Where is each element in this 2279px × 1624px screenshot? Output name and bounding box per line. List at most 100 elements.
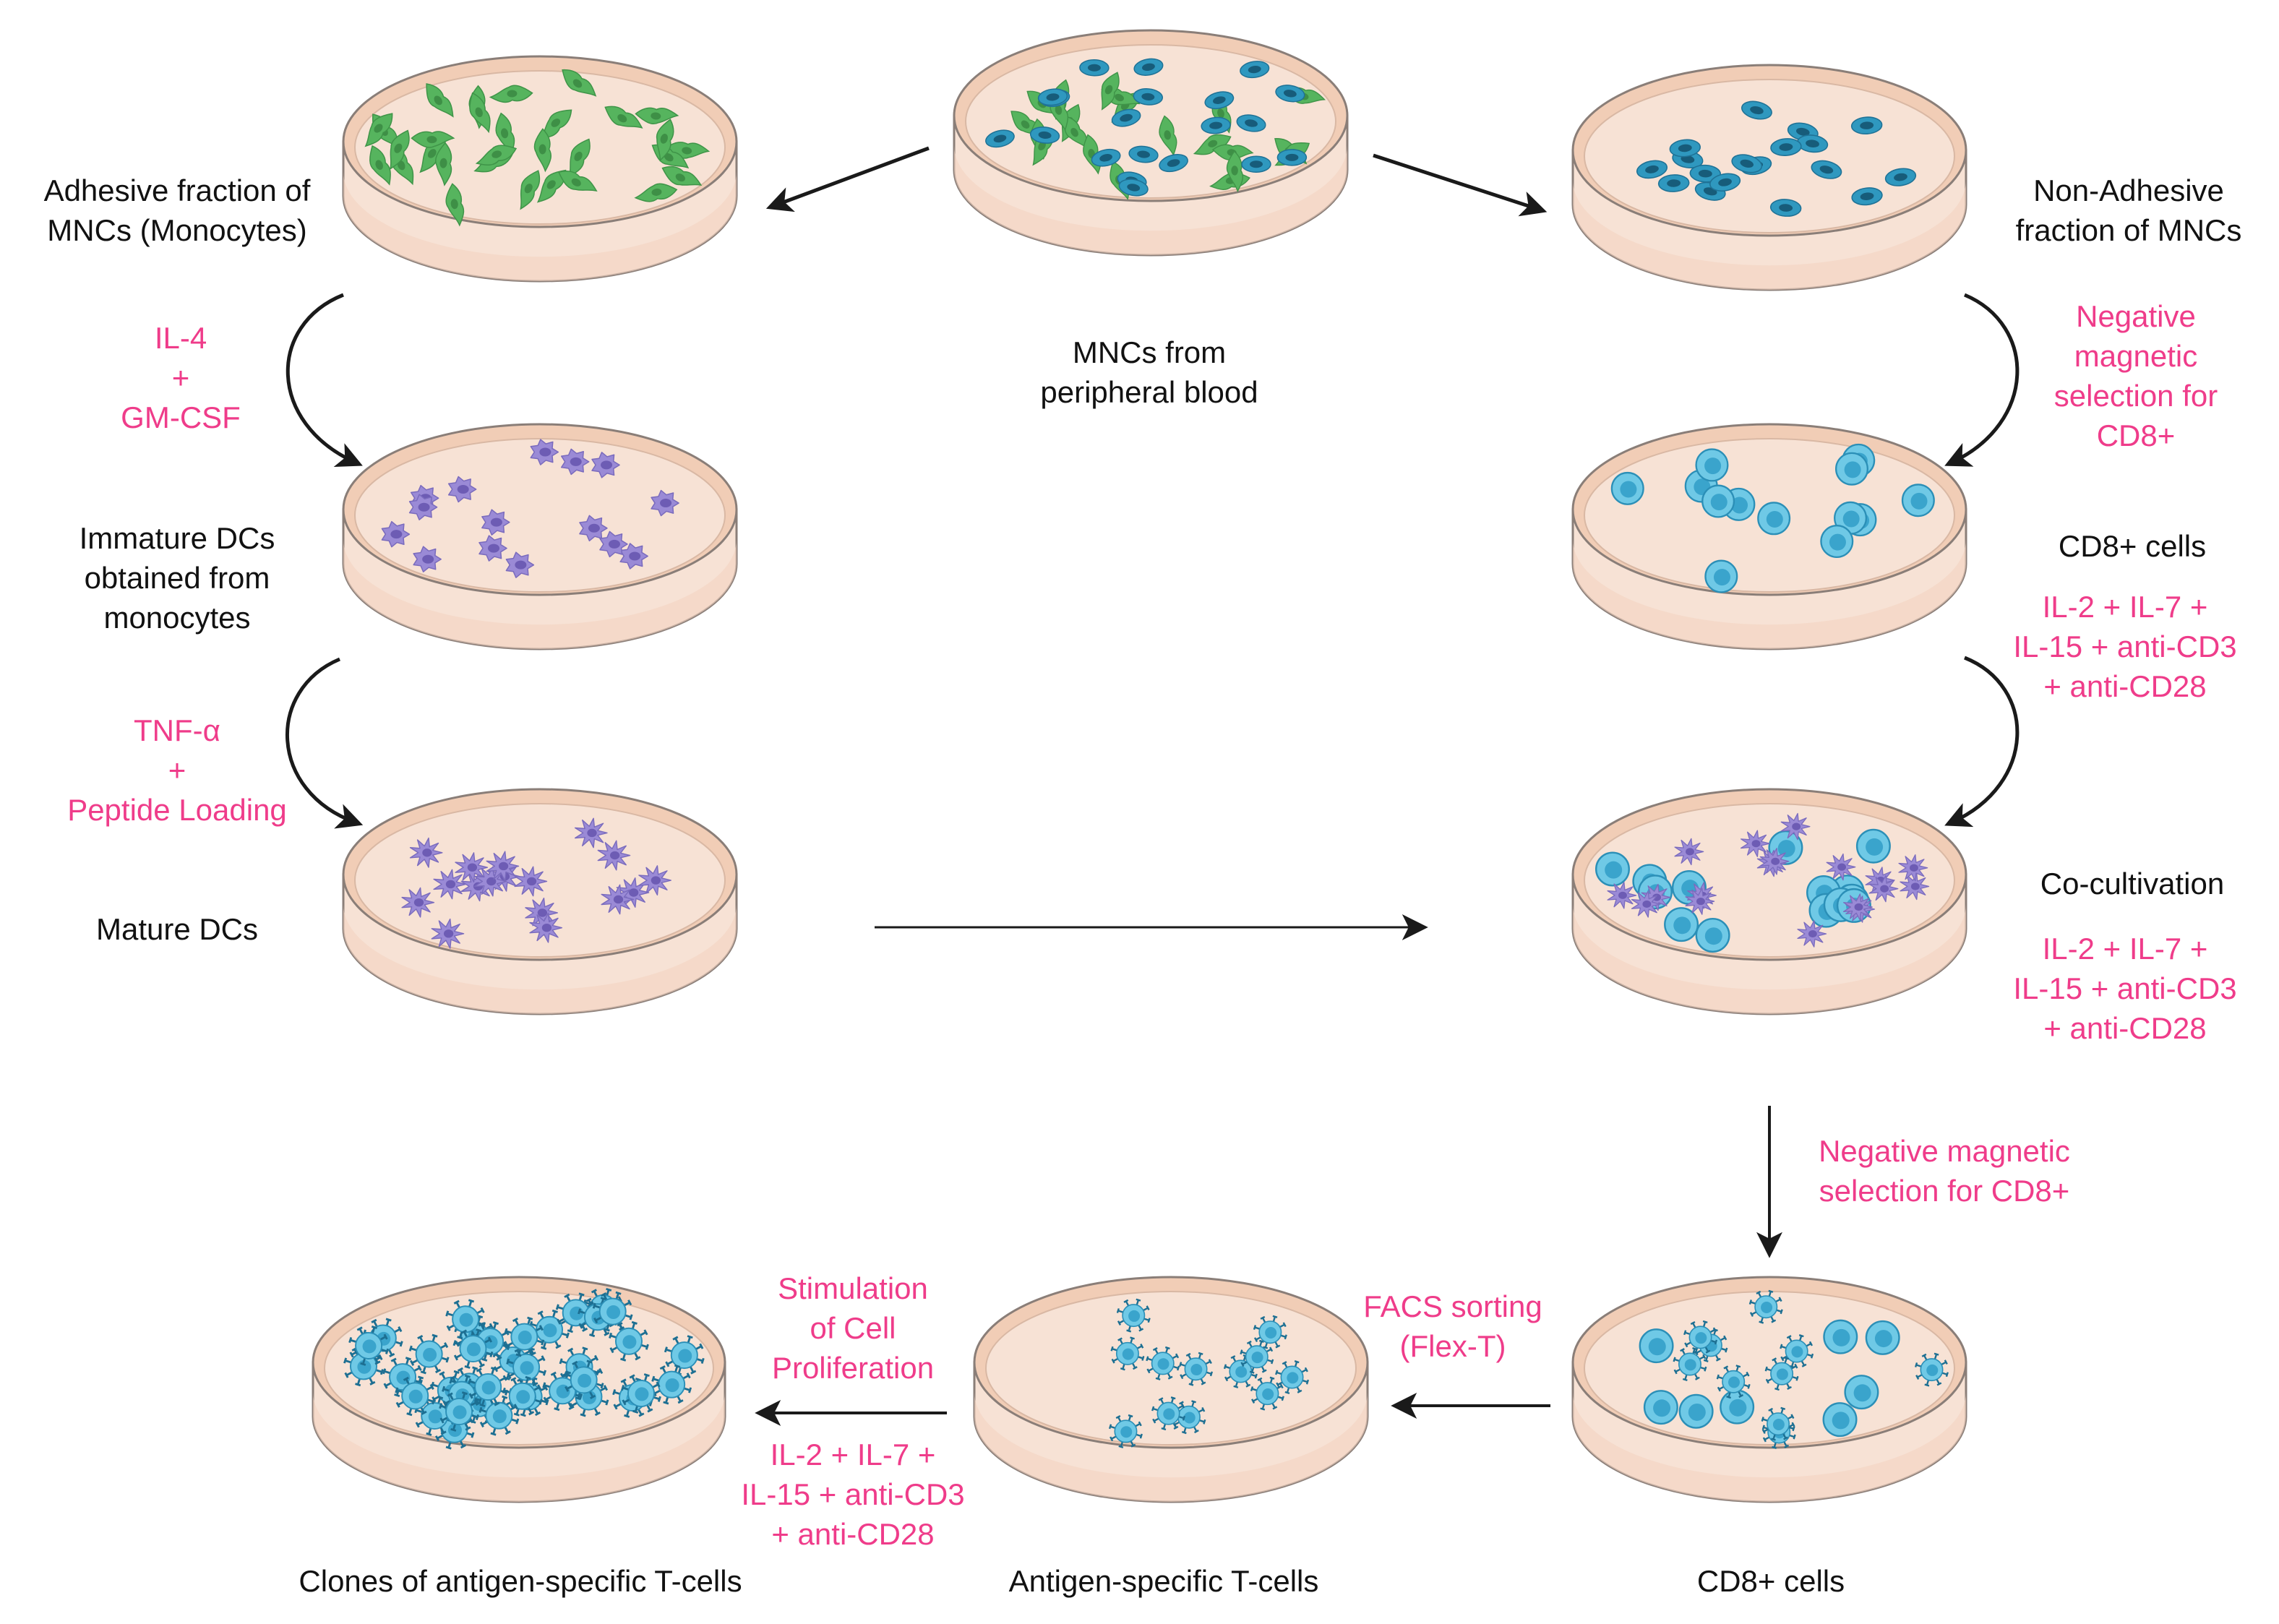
antigen-specific-dish — [973, 1276, 1369, 1503]
t-cell — [506, 1346, 546, 1388]
t-cell — [1704, 559, 1738, 593]
dendritic-cell — [619, 543, 648, 570]
monocyte-cell — [1159, 115, 1177, 157]
annotation-cytokines-2: IL-2 + IL-7 +IL-15 + anti-CD3+ anti-CD28 — [2013, 932, 2237, 1045]
t-cell — [1643, 1390, 1678, 1425]
t-cell — [1764, 1357, 1799, 1391]
dendritic-cell — [1740, 830, 1770, 857]
mnc-cell — [1133, 88, 1164, 106]
cells — [381, 439, 679, 578]
label-mature-dc: Mature DCs — [95, 912, 259, 946]
dendritic-cell — [1685, 888, 1715, 915]
mnc-cell — [1276, 149, 1308, 166]
monocyte-cell — [635, 107, 679, 125]
mnc-dish — [953, 29, 1349, 257]
t-cell — [1639, 1328, 1674, 1364]
mnc-cell — [1079, 59, 1110, 77]
t-cell — [563, 1359, 604, 1401]
t-cell — [452, 1328, 494, 1369]
t-cell — [1275, 1360, 1310, 1395]
label-antigen-specific: Antigen-specific T-cells — [1008, 1564, 1319, 1598]
label-cd8: CD8+ cells — [2058, 529, 2207, 563]
clones-dish — [312, 1276, 726, 1503]
dendritic-cell — [601, 884, 635, 915]
dendritic-cell — [447, 476, 477, 503]
annotation-facs-sorting: FACS sorting(Flex-T) — [1363, 1289, 1542, 1363]
t-cell — [1683, 1320, 1718, 1354]
t-cell — [1761, 1406, 1795, 1441]
monocyte-cell — [634, 183, 678, 202]
cells — [401, 817, 671, 949]
monocyte-cell — [434, 142, 452, 186]
t-cell — [1146, 1346, 1180, 1380]
t-cell — [1748, 1289, 1783, 1324]
dendritic-cell — [433, 869, 467, 900]
mnc-cell — [1133, 58, 1164, 76]
arrow-adhesive-to-immature — [286, 293, 363, 468]
t-cell — [1716, 1365, 1751, 1399]
mnc-cell — [1657, 174, 1690, 192]
mnc-cell — [1741, 100, 1772, 120]
dendritic-cell — [505, 551, 535, 578]
label-cocultivation: Co-cultivation — [2040, 867, 2225, 901]
t-cell — [1250, 1376, 1284, 1411]
t-cell — [1914, 1352, 1949, 1387]
monocyte-cell — [656, 119, 674, 162]
cells — [1610, 443, 1935, 593]
t-cell — [1664, 907, 1699, 942]
t-cell — [504, 1316, 545, 1357]
dendritic-cell — [579, 515, 608, 542]
t-cell — [621, 1373, 661, 1414]
annotation-cytokines-3: IL-2 + IL-7 +IL-15 + anti-CD3+ anti-CD28 — [741, 1438, 965, 1551]
dendritic-cell — [481, 509, 510, 536]
t-cell — [395, 1375, 436, 1417]
cells — [343, 1287, 705, 1450]
mnc-cell — [1029, 126, 1060, 144]
t-cell — [468, 1367, 509, 1407]
monocyte-cell — [475, 145, 518, 166]
t-cell — [1901, 484, 1935, 517]
t-cell — [609, 1320, 649, 1362]
t-cell — [1673, 1347, 1707, 1382]
mnc-cell — [1884, 168, 1917, 186]
t-cell — [1240, 1339, 1274, 1374]
monocyte-cell — [558, 171, 598, 192]
t-cell — [1610, 471, 1644, 505]
monocyte-cell — [411, 131, 455, 148]
dendritic-cell — [530, 439, 559, 465]
dish-shadow — [313, 1392, 725, 1502]
mnc-cell — [1128, 145, 1159, 163]
mnc-cell — [1037, 88, 1068, 106]
annotation-cytokines-1: IL-2 + IL-7 +IL-15 + anti-CD3+ anti-CD28 — [2013, 590, 2237, 703]
dendritic-cell — [381, 520, 411, 548]
dish-shadow — [1573, 539, 1966, 649]
mnc-cell — [1236, 114, 1266, 132]
dendritic-cell — [1900, 872, 1930, 901]
mnc-cell — [1241, 155, 1271, 173]
dendritic-cell — [599, 530, 628, 558]
arrow-immature-to-mature — [286, 657, 364, 829]
dishes-layer — [312, 29, 1967, 1503]
mnc-cell — [1731, 154, 1763, 173]
monocyte-cell — [369, 145, 391, 186]
mnc-cell — [1118, 179, 1149, 197]
non-adhesive-dish — [1571, 64, 1967, 291]
t-cell — [1253, 1315, 1287, 1349]
mnc-cell — [1275, 85, 1305, 103]
dendritic-cell — [1607, 882, 1637, 909]
dendritic-cell — [514, 866, 548, 897]
mnc-cell — [1851, 187, 1883, 206]
dish-shadow — [1573, 1392, 1966, 1502]
t-cell — [1151, 1396, 1186, 1431]
dendritic-cell — [1631, 890, 1661, 918]
mnc-cell — [1850, 116, 1883, 135]
arrow-mnc-to-adhesive — [765, 146, 930, 212]
dish-shadow — [343, 171, 737, 281]
immature-dc-dish — [342, 423, 738, 650]
dendritic-cell — [431, 918, 465, 949]
t-cell — [1695, 448, 1729, 482]
